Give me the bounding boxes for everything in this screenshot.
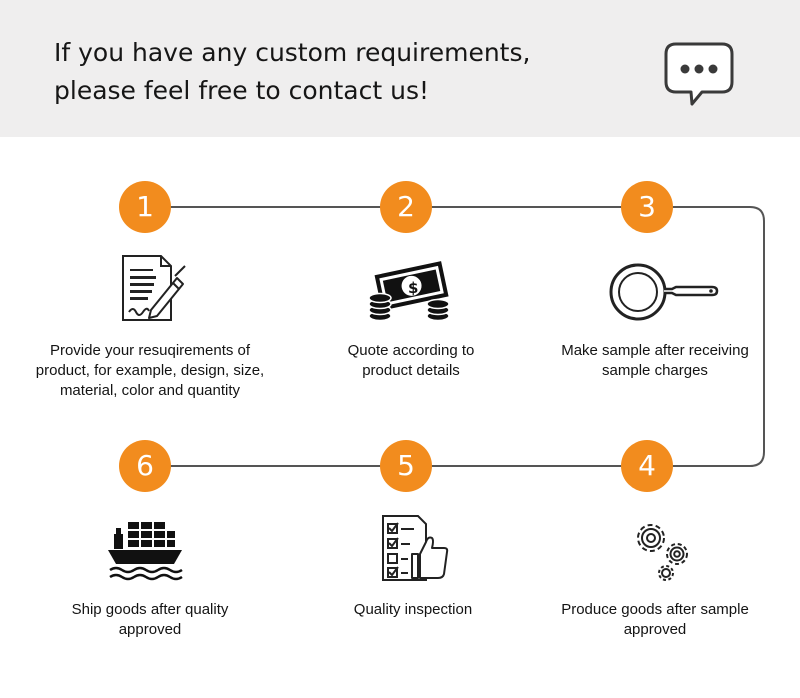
step-5-caption-line-1: Quality inspection	[353, 601, 473, 618]
step-5-caption: Quality inspection	[288, 600, 538, 620]
frying-pan-icon	[609, 263, 719, 321]
cargo-ship-icon	[108, 522, 183, 581]
step-6-caption-line-1: Ship goods after quality	[71, 601, 229, 618]
step-2-badge: 2	[380, 181, 432, 233]
step-2-caption-line-1: Quote according to	[347, 342, 475, 359]
step-6-badge: 6	[119, 440, 171, 492]
document-sign-icon	[122, 255, 186, 321]
step-6-caption-line-2: approved	[118, 621, 182, 638]
step-3-caption: Make sample after receiving sample charg…	[530, 341, 780, 381]
gears-icon	[637, 524, 688, 581]
step-1-caption-line-3: material, color and quantity	[59, 382, 241, 399]
step-5-badge: 5	[380, 440, 432, 492]
svg-text:$: $	[408, 279, 418, 297]
step-6-caption: Ship goods after quality approved	[25, 600, 275, 640]
step-1-badge: 1	[119, 181, 171, 233]
step-3-badge: 3	[621, 181, 673, 233]
step-2-caption: Quote according to product details	[286, 341, 536, 381]
step-1-caption: Provide your resuqirements of product, f…	[25, 341, 275, 401]
banner-title-line-2: please feel free to contact us!	[54, 76, 429, 105]
step-1-caption-line-1: Provide your resuqirements of	[49, 342, 251, 359]
step-4-caption-line-1: Produce goods after sample	[561, 601, 749, 618]
header-banner: If you have any custom requirements, ple…	[0, 0, 800, 137]
money-coins-icon: $	[368, 261, 450, 322]
chat-bubble-icon	[664, 42, 734, 106]
step-4-caption-line-2: approved	[623, 621, 687, 638]
step-2-caption-line-2: product details	[362, 362, 460, 379]
step-3-caption-line-2: sample charges	[602, 362, 708, 379]
quality-checklist-icon	[382, 515, 449, 581]
banner-title-line-1: If you have any custom requirements,	[54, 38, 531, 67]
step-3-caption-line-1: Make sample after receiving	[561, 342, 749, 359]
step-4-caption: Produce goods after sample approved	[530, 600, 780, 640]
step-1-caption-line-2: product, for example, design, size,	[35, 362, 265, 379]
banner-title: If you have any custom requirements, ple…	[54, 34, 614, 110]
step-4-badge: 4	[621, 440, 673, 492]
